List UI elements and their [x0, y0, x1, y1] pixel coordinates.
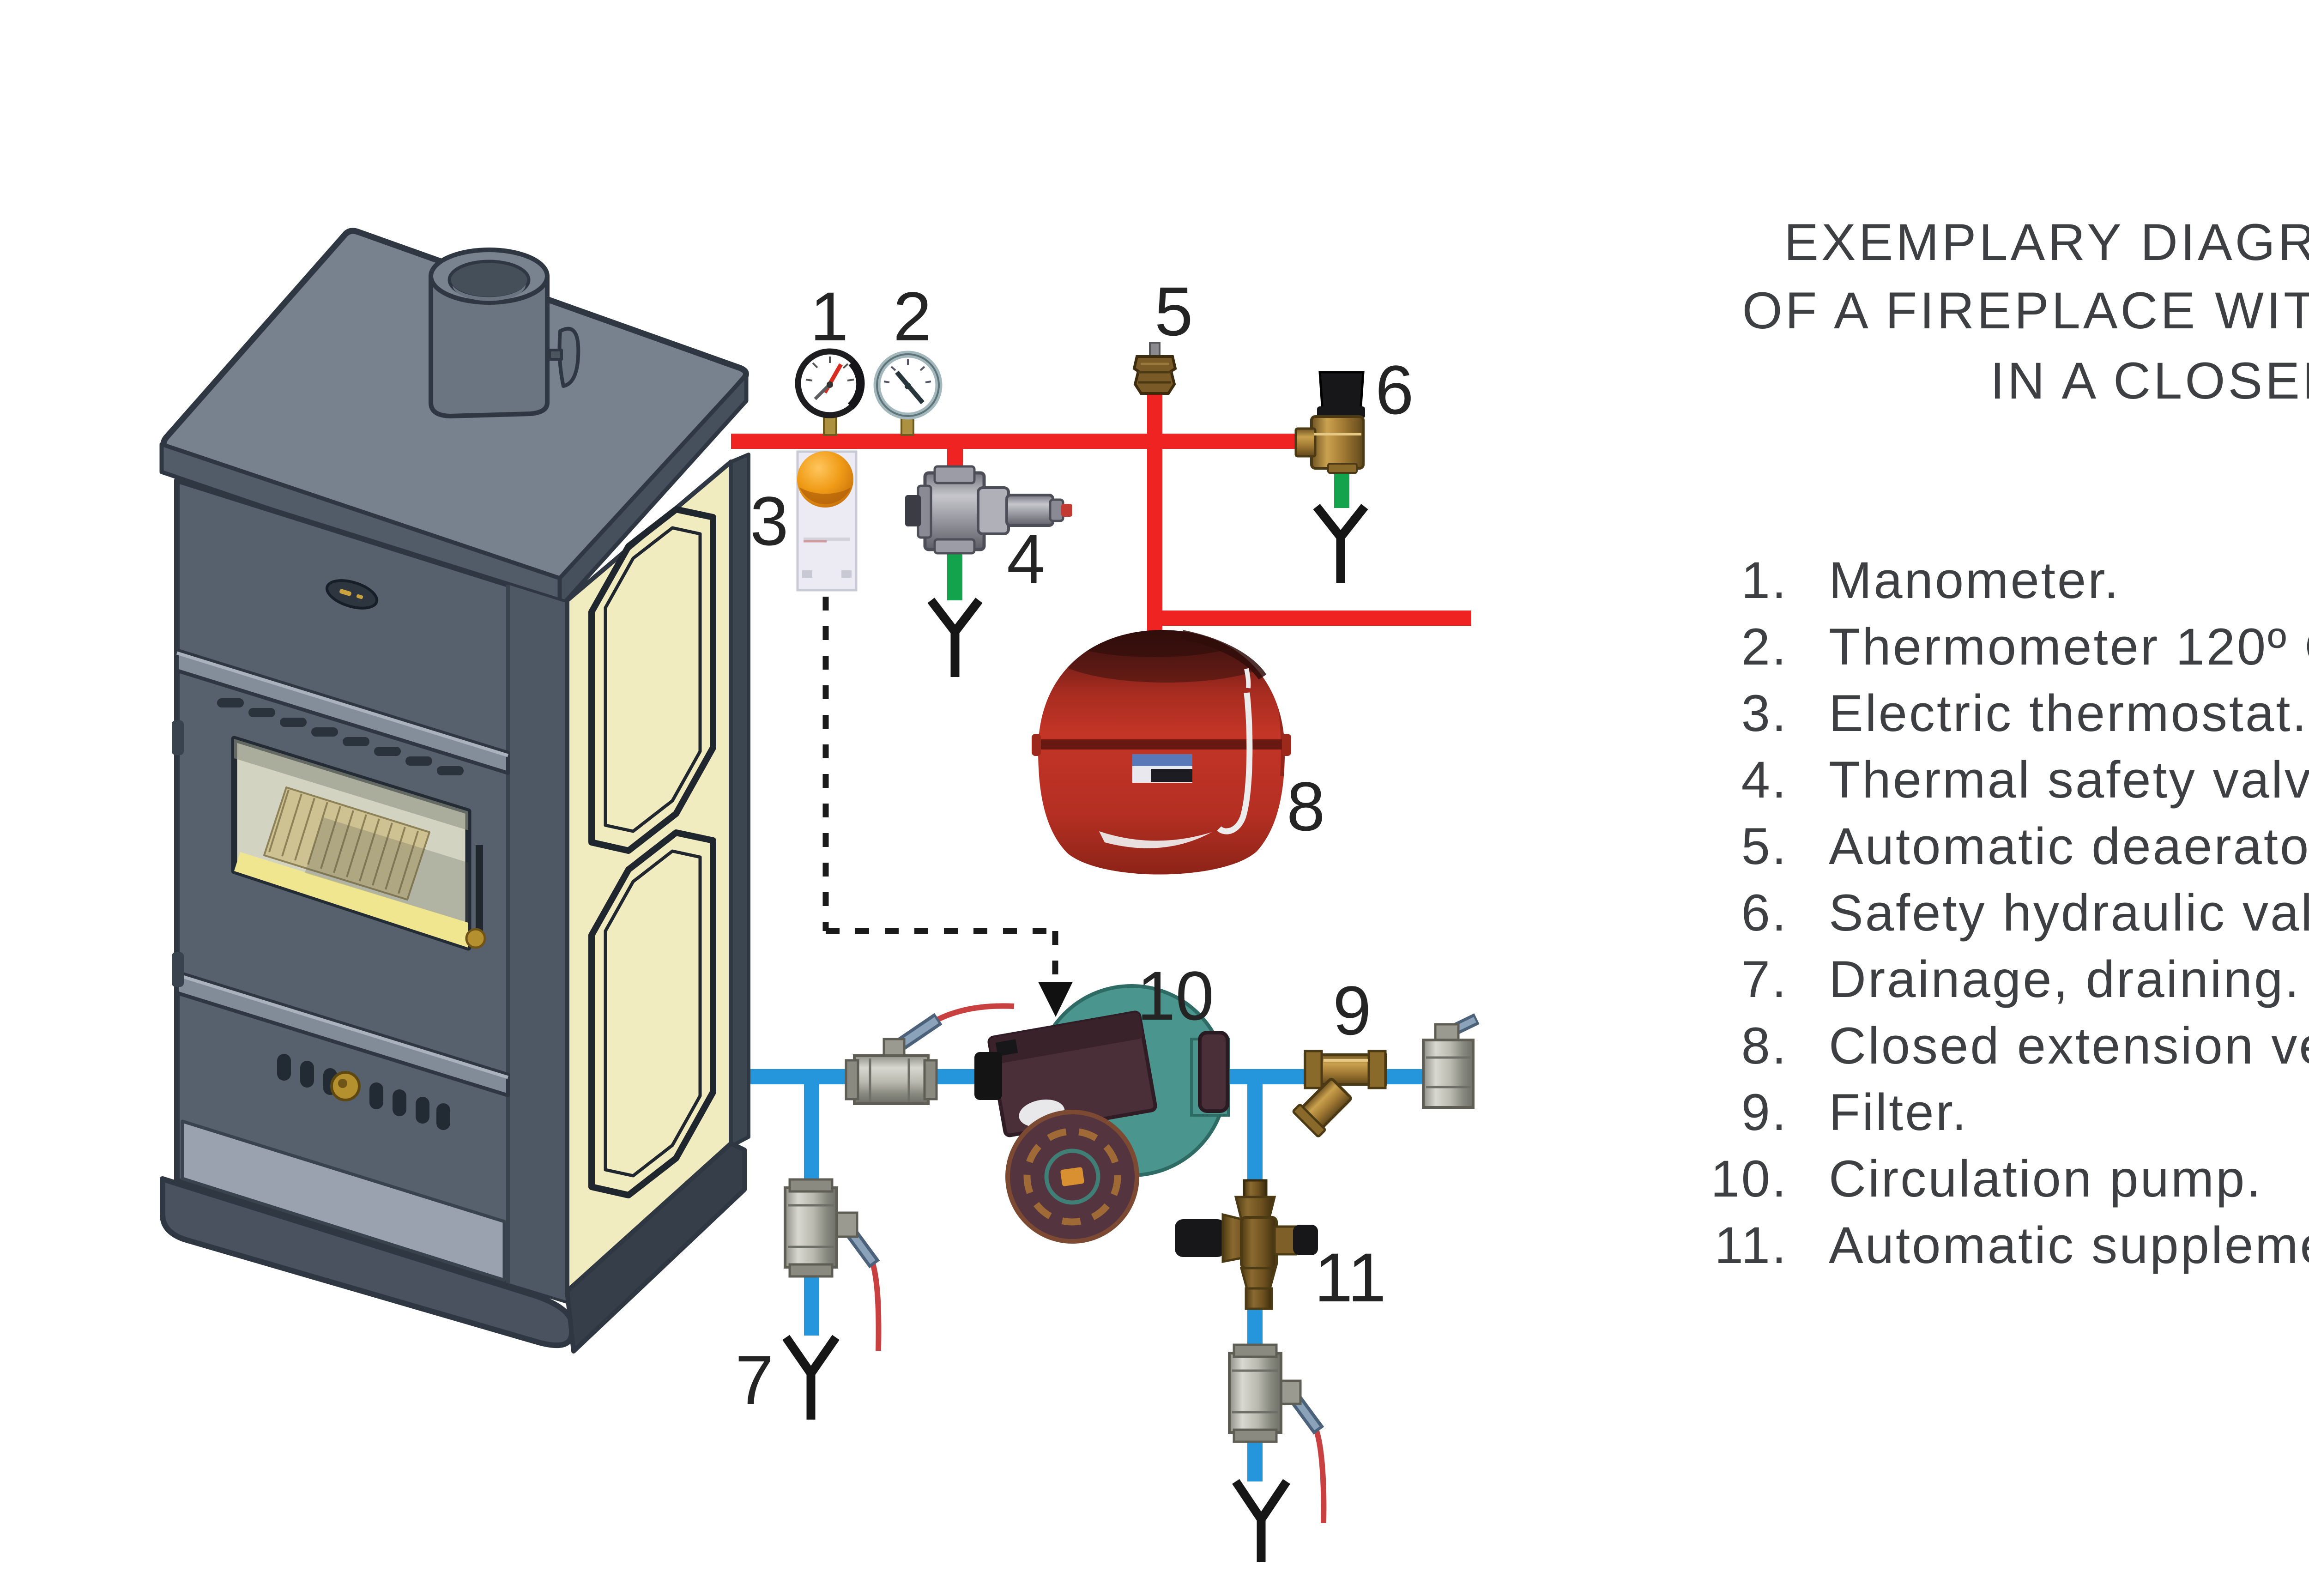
- svg-text:Circulation pump.: Circulation pump.: [1829, 1150, 2263, 1208]
- svg-text:Drainage, draining.: Drainage, draining.: [1829, 950, 2301, 1008]
- svg-text:8.: 8.: [1741, 1017, 1788, 1075]
- svg-text:EXEMPLARY DIAGRAM OF OPERATION: EXEMPLARY DIAGRAM OF OPERATION: [1784, 213, 2309, 271]
- svg-text:11: 11: [1314, 1239, 1386, 1316]
- svg-text:9.: 9.: [1741, 1083, 1788, 1141]
- svg-text:5: 5: [1154, 272, 1193, 350]
- svg-text:Automatic supplementing group.: Automatic supplementing group.: [1829, 1216, 2309, 1274]
- svg-text:6: 6: [1375, 351, 1414, 429]
- svg-text:8: 8: [1287, 768, 1325, 845]
- svg-text:Closed extension vessel.: Closed extension vessel.: [1829, 1017, 2309, 1075]
- svg-text:Safety hydraulic valve.: Safety hydraulic valve.: [1829, 884, 2309, 942]
- svg-text:10.: 10.: [1711, 1150, 1788, 1208]
- svg-text:4.: 4.: [1741, 751, 1788, 809]
- svg-text:2.: 2.: [1741, 618, 1788, 676]
- svg-text:IN A CLOSED SYSTEM: IN A CLOSED SYSTEM: [1990, 352, 2309, 410]
- svg-text:OF A FIREPLACE WITH A WATER JA: OF A FIREPLACE WITH A WATER JACKET: [1742, 282, 2309, 339]
- svg-text:5.: 5.: [1741, 817, 1788, 875]
- svg-text:7.: 7.: [1741, 950, 1788, 1008]
- svg-text:2: 2: [893, 278, 931, 355]
- svg-text:Automatic deaerator.: Automatic deaerator.: [1829, 817, 2309, 875]
- svg-text:1: 1: [810, 278, 848, 355]
- svg-text:Filter.: Filter.: [1829, 1083, 1968, 1141]
- svg-text:Thermometer 120º C.: Thermometer 120º C.: [1829, 618, 2309, 676]
- svg-text:9: 9: [1333, 972, 1371, 1049]
- svg-text:7: 7: [735, 1341, 774, 1419]
- svg-text:11.: 11.: [1715, 1216, 1788, 1274]
- svg-text:3.: 3.: [1741, 684, 1788, 742]
- svg-text:4: 4: [1007, 520, 1045, 598]
- svg-text:1.: 1.: [1741, 551, 1788, 609]
- svg-text:Manometer.: Manometer.: [1829, 551, 2120, 609]
- svg-text:Thermal safety valve.: Thermal safety valve.: [1829, 751, 2309, 809]
- svg-text:10: 10: [1137, 957, 1214, 1034]
- svg-text:6.: 6.: [1741, 884, 1788, 942]
- svg-text:Electric thermostat.: Electric thermostat.: [1829, 684, 2309, 742]
- svg-text:3: 3: [750, 482, 788, 560]
